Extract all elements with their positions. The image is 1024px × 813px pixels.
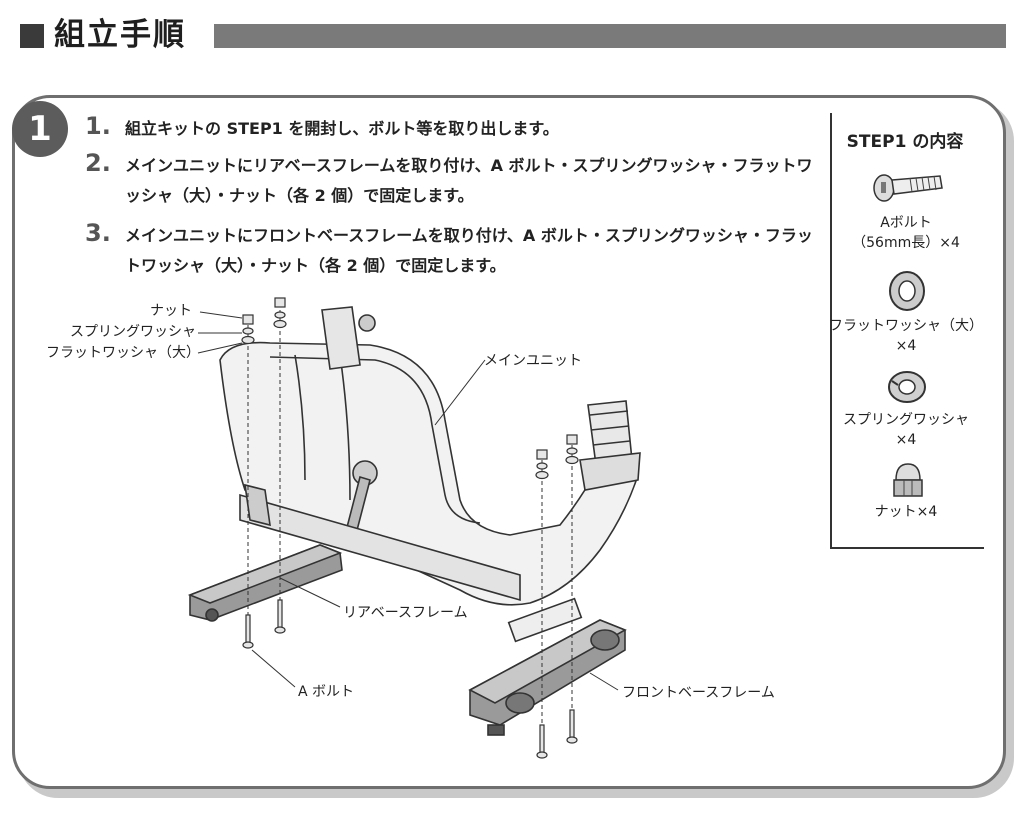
part-label-bolt: Aボルト （56mm長）×4 [852, 215, 960, 251]
fastener-drawings [241, 297, 579, 759]
page-title: 組立手順 [54, 17, 186, 53]
main-unit-drawing [219, 306, 641, 606]
front-base-frame-drawing [468, 597, 627, 736]
part-label-flat-washer: フラットワッシャ（大） ×4 [829, 318, 983, 354]
part-label-nut: ナット×4 [874, 504, 938, 520]
part-label-spring-washer: スプリングワッシャ ×4 [843, 412, 969, 448]
bolt-icon [873, 174, 943, 202]
rear-base-frame-drawing [187, 544, 343, 622]
header-square-marker [20, 24, 44, 48]
contents-title: STEP1 の内容 [846, 132, 964, 152]
instruction-number: 3. [85, 219, 111, 247]
label-flat-washer: フラットワッシャ（大） [46, 345, 200, 361]
assembly-illustration [187, 297, 641, 759]
label-spring-washer: スプリングワッシャ [70, 324, 196, 340]
step-number-badge: 1 [12, 101, 68, 157]
flat-washer-icon [889, 271, 925, 311]
instruction-text: 組立キットの STEP1 を開封し、ボルト等を取り出します。 [125, 119, 559, 138]
callout-leader-lines [197, 311, 619, 691]
spring-washer-icon [888, 371, 926, 403]
instruction-text: メインユニットにリアベースフレームを取り付け、A ボルト・スプリングワッシャ・フ… [125, 156, 813, 205]
instruction-text: メインユニットにフロントベースフレームを取り付け、A ボルト・スプリングワッシャ… [125, 226, 813, 275]
label-a-bolt: A ボルト [298, 684, 355, 700]
contents-box [830, 113, 984, 549]
cap-nut-icon [893, 463, 923, 497]
label-front-base-frame: フロントベースフレーム [622, 685, 775, 701]
label-nut: ナット [150, 303, 192, 319]
label-main-unit: メインユニット [484, 353, 582, 369]
assembly-guide-lines [247, 310, 573, 745]
label-rear-base-frame: リアベースフレーム [343, 605, 468, 621]
header-rule-bar [214, 24, 1006, 48]
instruction-number: 1. [85, 112, 111, 140]
instruction-number: 2. [85, 149, 111, 177]
